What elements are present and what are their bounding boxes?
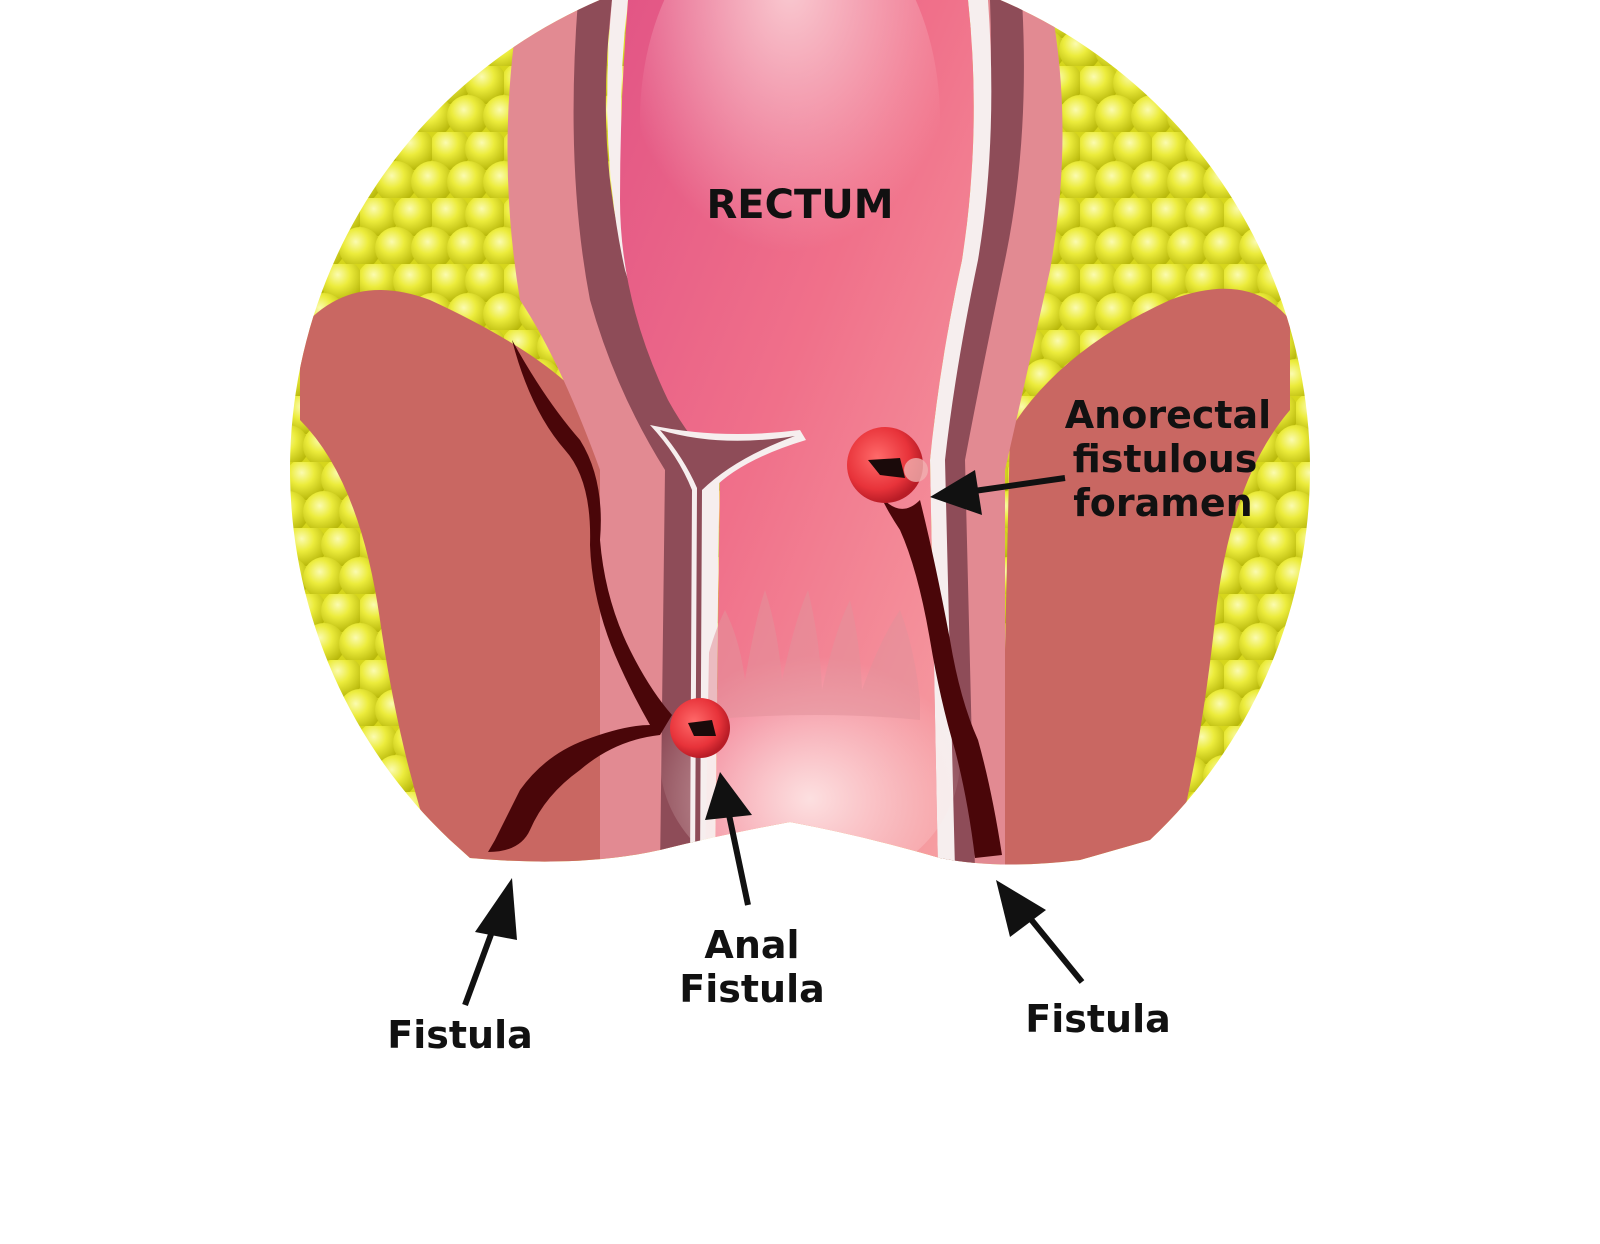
left-rectal-wall xyxy=(507,0,690,865)
left-fistula-label: Fistula xyxy=(387,1013,533,1057)
right-fistula-label: Fistula xyxy=(1025,997,1171,1041)
dentate-line xyxy=(700,590,920,720)
anorectal-fistulous-foramen-opening xyxy=(847,427,928,503)
foramen-arrow xyxy=(930,470,1066,515)
right-fistula-tract xyxy=(880,495,1002,858)
right-muscular-band xyxy=(935,0,1024,865)
arrows xyxy=(462,470,1085,1007)
left-muscular-band xyxy=(573,0,705,865)
anal-fistula-opening xyxy=(670,698,730,758)
anal-fistula-label-line2: Fistula xyxy=(679,967,825,1011)
left-sphincter-muscle xyxy=(300,290,600,865)
right-fistula-arrow xyxy=(996,880,1085,984)
anal-fistula-arrow xyxy=(705,772,752,906)
anatomy-cross-section xyxy=(290,0,1311,865)
foramen-label-line1: Anorectal xyxy=(1065,393,1271,437)
foramen-label-line2: fistulous xyxy=(1073,437,1258,481)
anal-fistula-label-line1: Anal xyxy=(704,923,799,967)
right-sphincter-muscle xyxy=(1000,288,1290,865)
rectum-label: RECTUM xyxy=(706,182,893,228)
left-fistula-arrow xyxy=(462,878,517,1007)
foramen-label-line3: foramen xyxy=(1073,481,1252,525)
lumen-highlight xyxy=(640,0,940,340)
left-fistula-tract xyxy=(488,340,672,852)
